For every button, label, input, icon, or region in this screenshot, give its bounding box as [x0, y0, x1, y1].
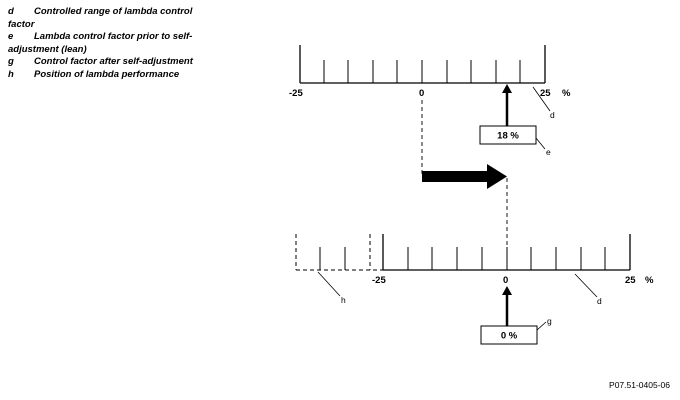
top-callout-d-leader — [532, 86, 551, 112]
legend-key: d — [8, 6, 14, 17]
bottom-tick-label-min: -25 — [372, 275, 386, 286]
top-tick-label-max: 25 — [540, 88, 551, 99]
document-reference: P07.51-0405-06 — [609, 380, 670, 390]
shift-arrow-body — [422, 171, 488, 182]
top-pointer-head — [502, 84, 512, 93]
legend-key: h — [8, 68, 14, 80]
callout-h-leader — [317, 271, 341, 297]
bottom-tick-label-max: 25 — [625, 275, 636, 286]
callout-e-leader — [535, 137, 546, 150]
bottom-scale: -25 0 25 % h d — [295, 234, 654, 306]
top-unit-label: % — [562, 88, 571, 99]
callout-e: e — [546, 147, 551, 157]
legend-text: Controlled range of lambda control facto… — [8, 6, 193, 30]
bottom-value-text: 0 % — [501, 331, 518, 342]
top-callout-d: d — [550, 110, 555, 120]
callout-g-leader — [536, 321, 547, 331]
legend-text: Lambda control factor prior to self-adju… — [8, 31, 193, 55]
top-tick-label-min: -25 — [289, 88, 303, 99]
top-value-text: 18 % — [497, 131, 519, 142]
top-tick-label-zero: 0 — [419, 88, 424, 99]
top-pointer: 18 % e — [479, 84, 551, 157]
top-scale: -25 0 25 % d — [289, 45, 571, 120]
shift-arrow — [422, 164, 507, 189]
legend-item-g: g Control factor after self-adjustment — [8, 56, 218, 69]
shift-arrow-head — [487, 164, 507, 189]
bottom-tick-label-zero: 0 — [503, 275, 508, 286]
bottom-unit-label: % — [645, 275, 654, 286]
callout-h: h — [341, 295, 346, 305]
legend-key: g — [8, 56, 14, 67]
legend-key: e — [8, 31, 14, 42]
bottom-callout-d-leader — [574, 273, 598, 298]
legend-text: Position of lambda performance — [34, 68, 180, 80]
top-value-box — [479, 125, 537, 145]
bottom-value-box — [480, 325, 538, 345]
bottom-pointer: 0 % g — [480, 286, 552, 345]
callout-g: g — [547, 316, 552, 326]
legend-text: Control factor after self-adjustment — [34, 56, 193, 67]
bottom-pointer-head — [502, 286, 512, 295]
bottom-callout-d: d — [597, 296, 602, 306]
legend-item-h: h Position of lambda performance — [8, 69, 218, 82]
